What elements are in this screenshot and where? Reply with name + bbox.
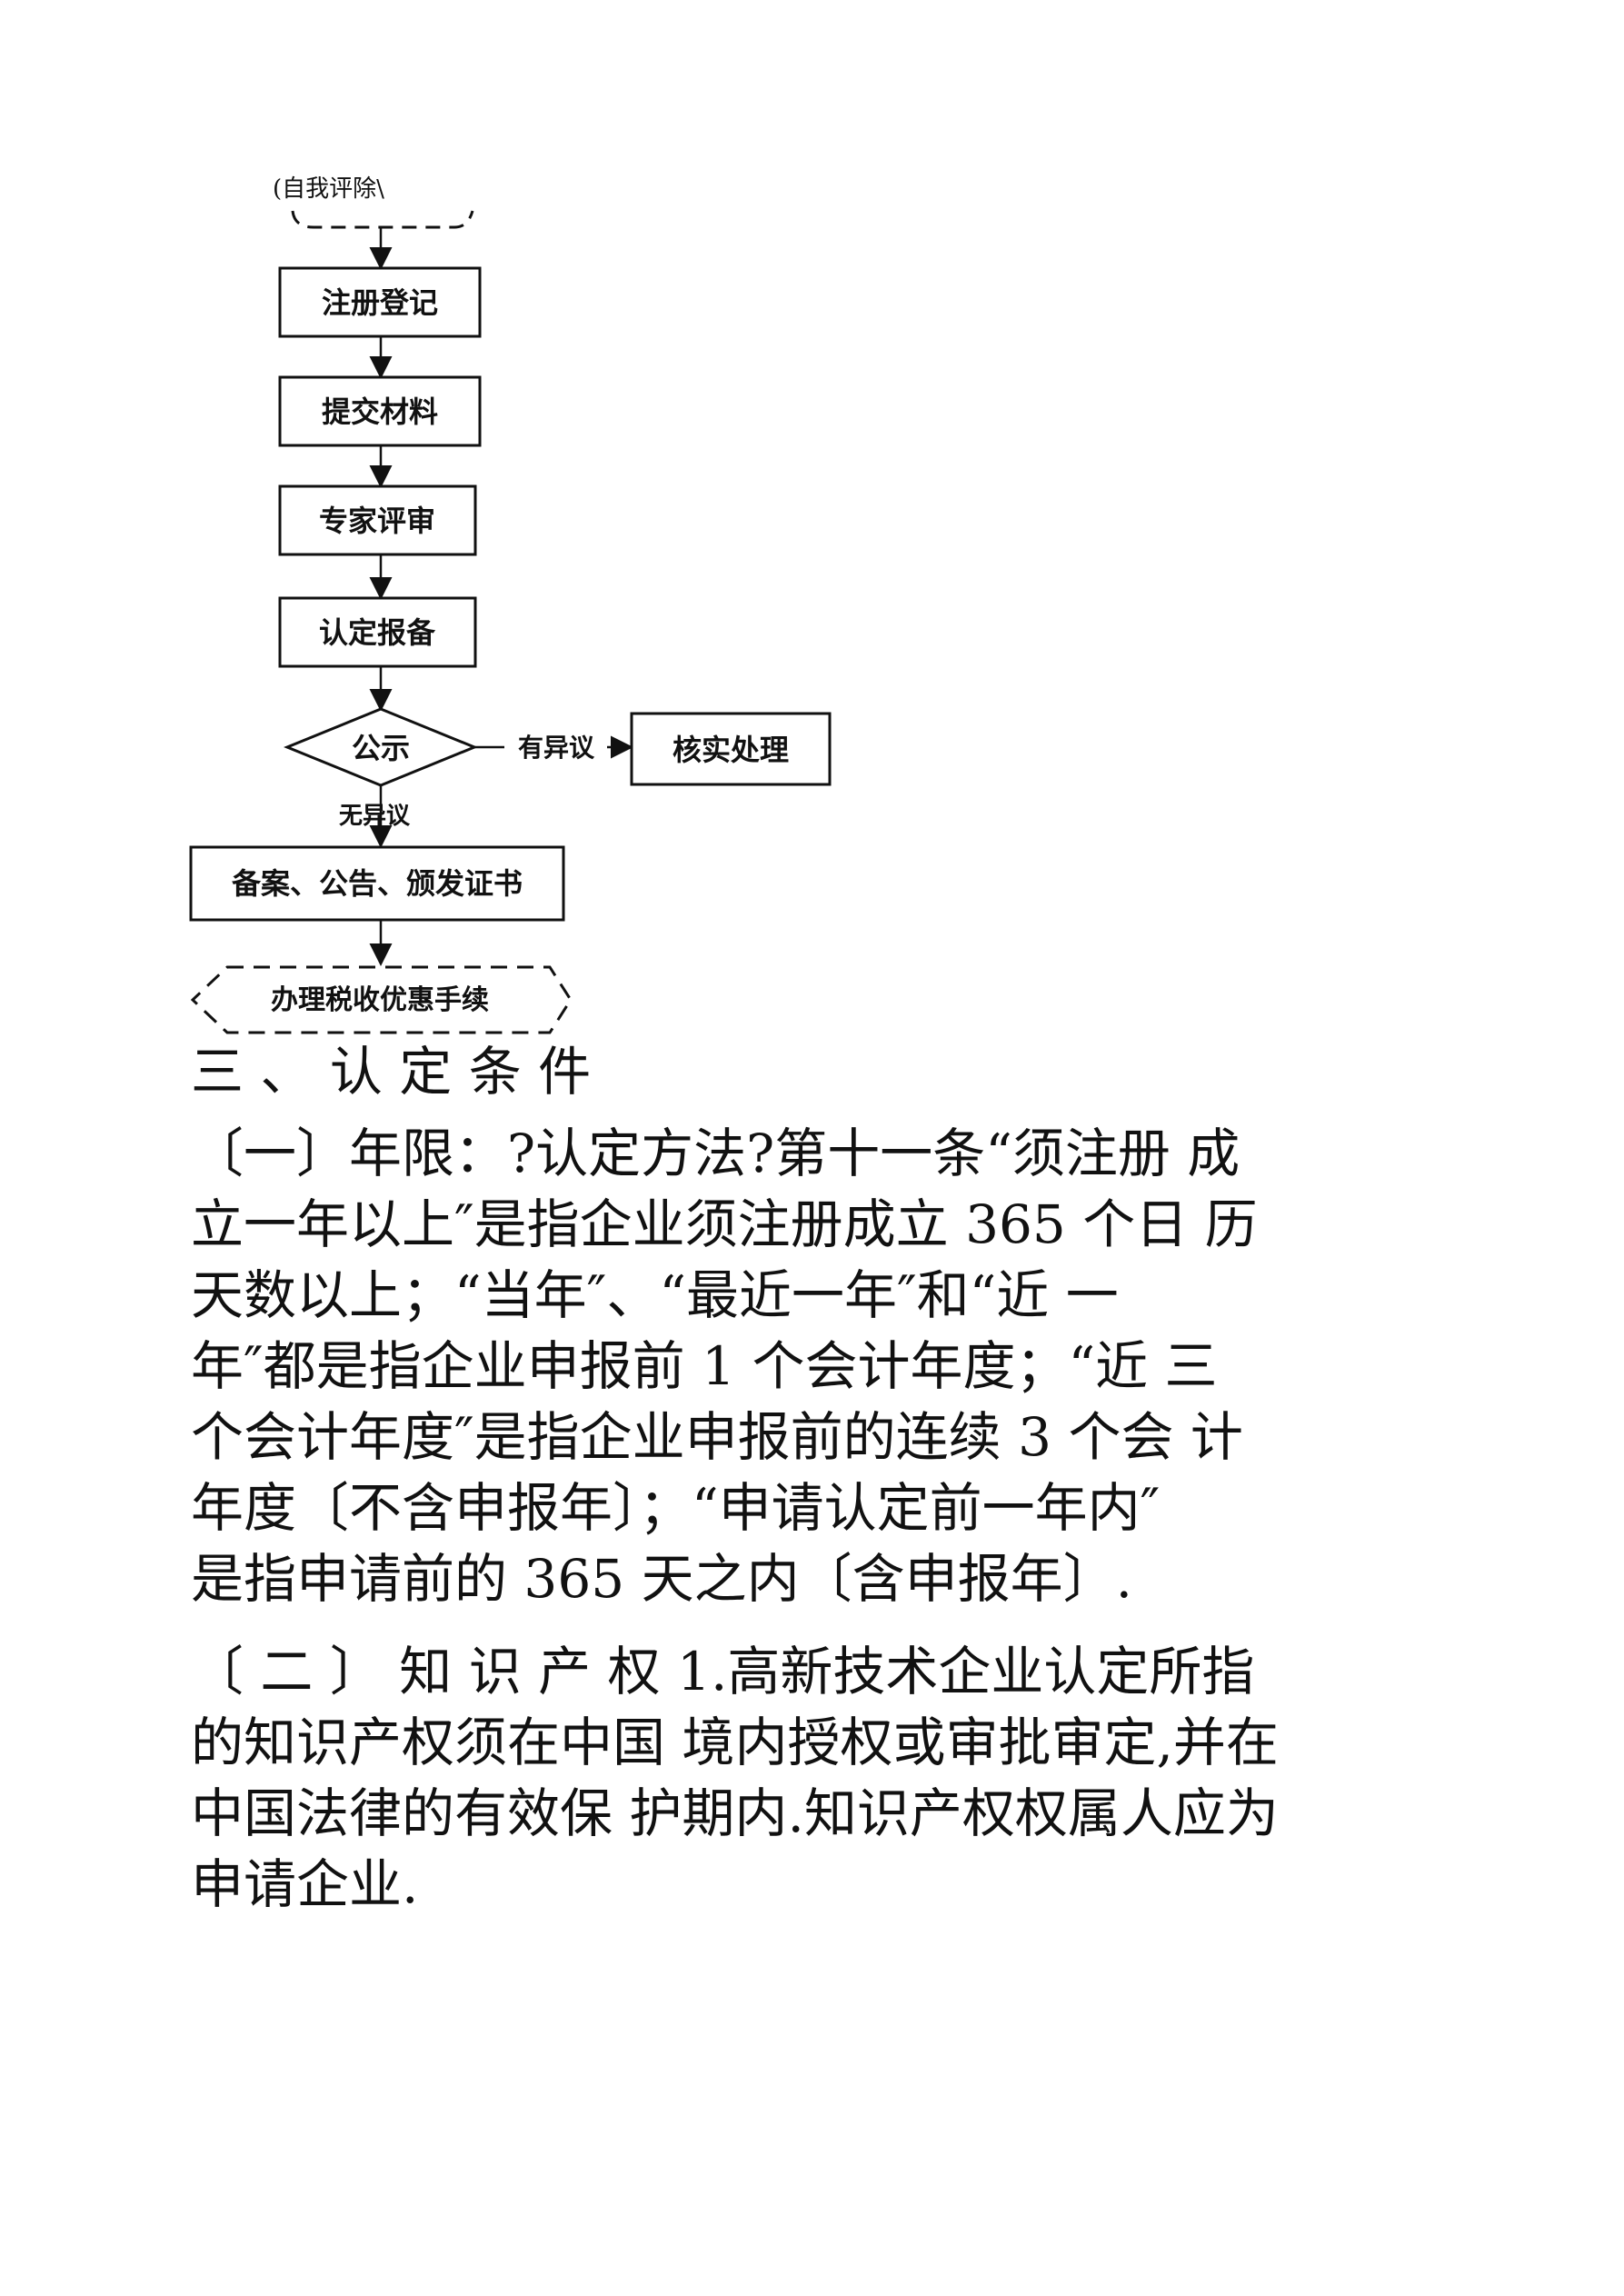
paragraph-line: 天数以上；“当年″、“最近一年″和“近 一 bbox=[191, 1264, 1119, 1326]
svg-text:办理税收优惠手续: 办理税收优惠手续 bbox=[271, 984, 489, 1016]
flow-start-label: (自我评除\ bbox=[273, 175, 384, 203]
paragraph-line: 〔一〕年限：?认定方法?第十一条“须注册 成 bbox=[191, 1123, 1240, 1184]
paragraph-line: 个会计年度″是指企业申报前的连续 3 个会 计 bbox=[191, 1406, 1243, 1468]
svg-text:备案、公告、颁发证书: 备案、公告、颁发证书 bbox=[232, 866, 523, 901]
flow-no-objection-label: 无异议 bbox=[339, 803, 411, 830]
flow-step-report: 认定报备 bbox=[278, 596, 477, 668]
flow-step-review: 专家评审 bbox=[278, 484, 477, 556]
flow-step-register: 注册登记 bbox=[278, 266, 482, 338]
flow-step-certificate: 备案、公告、颁发证书 bbox=[189, 845, 565, 922]
paragraph-line: 是指申请前的 365 天之内〔含申报年〕. bbox=[191, 1548, 1133, 1610]
svg-text:注册登记: 注册登记 bbox=[322, 285, 438, 320]
section-heading: 三 、 认 定 条 件 bbox=[191, 1041, 592, 1103]
svg-text:核实处理: 核实处理 bbox=[673, 733, 789, 767]
paragraph-line: 立一年以上″是指企业须注册成立 365 个日 历 bbox=[191, 1193, 1258, 1255]
paragraph-line: 的知识产权须在中国 境内授权或审批审定,并在 bbox=[191, 1712, 1279, 1773]
flow-objection-label: 有异议 bbox=[518, 733, 595, 763]
svg-text:提交材料: 提交材料 bbox=[322, 394, 438, 429]
flow-step-verify: 核实处理 bbox=[630, 712, 832, 786]
paragraph-line: 年度〔不含申报年〕；“申请认定前一年内″ bbox=[191, 1477, 1161, 1539]
certification-flowchart: (自我评除\ 注册登记 提交材料 专家评审 认定报备 公示 有异议 核实处理 无… bbox=[189, 175, 832, 1034]
paragraph-line: 申请企业. bbox=[191, 1853, 419, 1915]
svg-text:专家评审: 专家评审 bbox=[319, 504, 435, 538]
svg-text:认定报备: 认定报备 bbox=[319, 615, 436, 650]
flow-step-submit: 提交材料 bbox=[278, 375, 482, 447]
svg-text:公示: 公示 bbox=[352, 731, 410, 765]
flow-decision-publicity: 公示 bbox=[284, 707, 478, 787]
paragraph-line: 年″都是指企业申报前 1 个会计年度；“近 三 bbox=[191, 1335, 1218, 1397]
paragraph-line: 〔 二 〕 知 识 产 权 1.高新技术企业认定所指 bbox=[191, 1641, 1255, 1702]
flow-start: (自我评除\ bbox=[273, 175, 474, 229]
flow-end-tax: 办理税收优惠手续 bbox=[190, 965, 573, 1034]
paragraph-line: 中国法律的有效保 护期内.知识产权权属人应为 bbox=[191, 1782, 1279, 1844]
